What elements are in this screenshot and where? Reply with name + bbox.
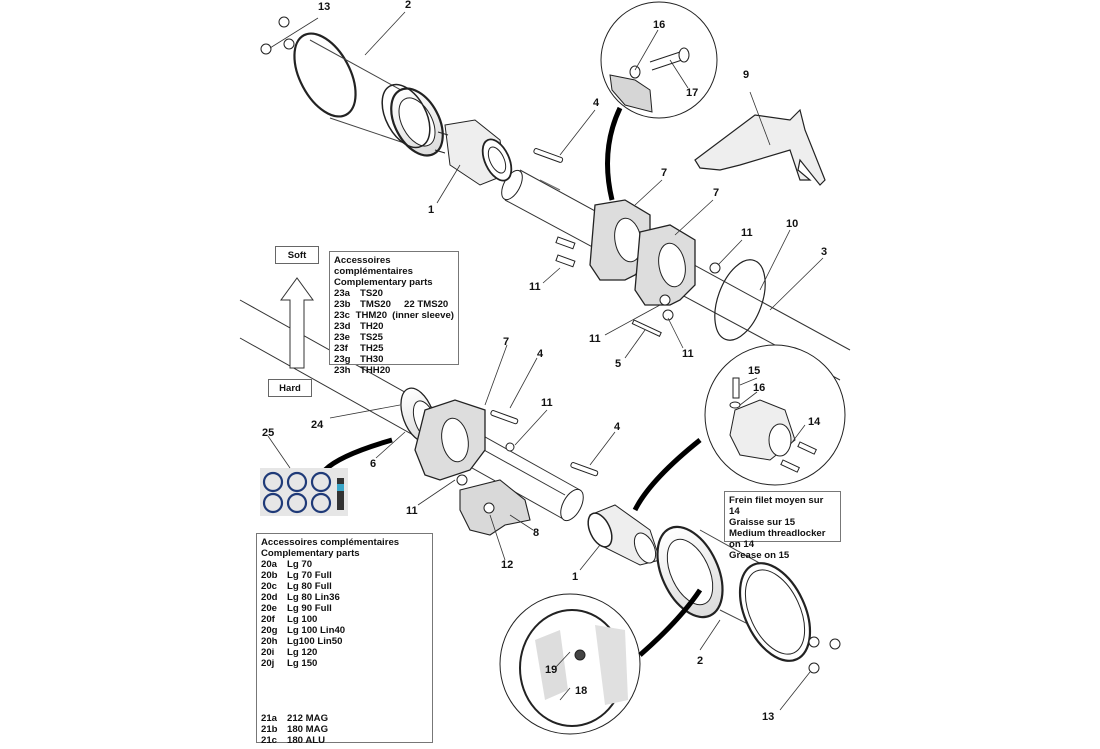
callout-16: 16 [653,19,666,31]
callout-25: 25 [262,427,275,439]
callout-11: 11 [682,348,694,360]
part-7-bearing-hanger-c [414,399,486,481]
part-1-upper-hub [434,119,513,186]
part-7-bearing-hanger-b [634,224,696,306]
callout-9: 9 [743,69,750,81]
callout-15: 15 [748,365,761,377]
callout-3: 3 [821,246,828,258]
part-8-bracket [459,479,531,536]
hub-accessories-title-en: Complementary parts [261,548,360,559]
part-13-upper-nuts [260,16,295,55]
assembly-note-line: Grease on 15 [729,550,790,561]
part-11-upper-bolts [555,236,721,321]
assembly-note-box: Frein filet moyen sur 14 Graisse sur 15 … [724,491,841,561]
callout-19: 19 [545,664,558,676]
callout-4: 4 [537,348,544,360]
callout-11: 11 [529,281,541,293]
callout-7: 7 [713,187,720,199]
part-2-lower-carrier [656,525,812,662]
hard-label: Hard [268,379,312,397]
detail-circle-bolt [600,1,718,201]
hub-accessories-box: Accessoires complémentaires Complementar… [256,533,433,746]
callout-4: 4 [614,421,621,433]
callout-16: 16 [753,382,766,394]
axle-accessories-title-fr: Accessoires complémentaires [334,255,413,277]
part-7-bearing-hanger-a [589,199,651,281]
part-5-key [631,319,662,337]
part-4-key-upper [533,148,564,163]
leader-lines [267,11,824,711]
callout-1: 1 [428,204,435,216]
axle-accessories-box: Accessoires complémentaires Complementar… [329,251,459,376]
assembly-note-line: Medium threadlocker on 14 [729,528,826,550]
part-4-key-lower-a [490,410,519,425]
part-10-o-ring [714,259,766,341]
part-9-chain-guard [694,108,826,186]
callout-2: 2 [697,655,704,667]
callout-8: 8 [533,527,540,539]
hub-accessories-title-fr: Accessoires complémentaires [261,537,400,548]
assembly-note-line: Frein filet moyen sur 14 [729,495,824,517]
callout-13: 13 [318,1,331,13]
callout-17: 17 [686,87,699,99]
detail-circle-carrier [499,588,703,735]
callout-11: 11 [541,397,553,409]
callout-2: 2 [405,0,412,11]
callout-4: 4 [593,97,600,109]
callout-11: 11 [406,505,418,517]
part-11-lower-bolts [456,442,515,514]
callout-12: 12 [501,559,514,571]
detail-circle-hub [632,344,846,512]
callout-13: 13 [762,711,775,723]
soft-label: Soft [275,246,319,264]
callout-10: 10 [786,218,799,230]
callout-18: 18 [575,685,588,697]
callout-11: 11 [589,333,601,345]
up-arrow-icon [280,277,314,369]
callout-7: 7 [503,336,510,348]
callout-1: 1 [572,571,579,583]
callout-7: 7 [661,167,668,179]
callout-24: 24 [311,419,324,431]
part-2-upper-carrier [293,32,444,157]
callout-14: 14 [808,416,821,428]
callout-6: 6 [370,458,377,470]
callout-5: 5 [615,358,622,370]
part-1-lower-hub [587,504,661,566]
part-13-lower-nuts [808,636,841,674]
assembly-note-line: Graisse sur 15 [729,517,796,528]
part-25-o-ring-kit [260,468,348,516]
axle-accessories-title-en: Complementary parts [334,277,433,288]
part-4-key-lower-b [570,462,599,477]
callout-11: 11 [741,227,753,239]
